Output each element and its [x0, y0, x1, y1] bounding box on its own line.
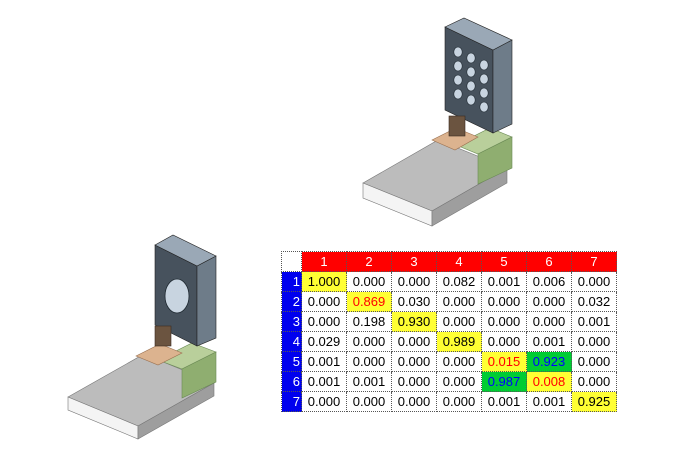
matrix-cell: 0.000 — [526, 291, 572, 312]
matrix-cell: 0.001 — [526, 391, 572, 412]
matrix-row-header: 3 — [281, 311, 302, 332]
matrix-cell: 0.001 — [301, 371, 347, 392]
matrix-cell: 0.000 — [436, 371, 482, 392]
bottom-upright-bracket-detail — [154, 325, 172, 347]
matrix-cell: 0.925 — [571, 391, 617, 412]
matrix-cell: 0.000 — [301, 291, 347, 312]
matrix-cell: 0.032 — [571, 291, 617, 312]
matrix-cell: 0.923 — [526, 351, 572, 372]
matrix-row-header: 1 — [281, 271, 302, 292]
matrix-cell: 0.000 — [571, 351, 617, 372]
matrix-cell: 0.008 — [526, 371, 572, 392]
bottom-weld-green-side — [181, 351, 217, 399]
matrix-cell: 0.000 — [526, 311, 572, 332]
top-weld-orange — [431, 127, 479, 151]
matrix-column-header: 6 — [526, 251, 572, 272]
matrix-cell: 0.015 — [481, 351, 527, 372]
matrix-cell: 0.000 — [571, 271, 617, 292]
matrix-cell: 0.930 — [391, 311, 437, 332]
top-hole-grid — [453, 46, 489, 113]
bottom-weld-orange — [135, 343, 183, 366]
matrix-cell: 0.001 — [526, 331, 572, 352]
matrix-cell: 0.987 — [481, 371, 527, 392]
matrix-column-header: 1 — [301, 251, 347, 272]
matrix-row-header: 6 — [281, 371, 302, 392]
bottom-bracket-model — [67, 234, 217, 440]
matrix-cell: 0.001 — [481, 391, 527, 412]
matrix-cell: 0.000 — [571, 331, 617, 352]
matrix-cell: 0.000 — [346, 331, 392, 352]
matrix-cell: 0.000 — [571, 371, 617, 392]
matrix-cell: 0.000 — [391, 331, 437, 352]
top-upright-bracket-detail — [448, 115, 466, 137]
matrix-cell: 0.000 — [301, 391, 347, 412]
matrix-cell: 0.000 — [481, 291, 527, 312]
matrix-cell: 0.869 — [346, 291, 392, 312]
top-weld-green-side — [477, 136, 513, 185]
matrix-cell: 0.001 — [571, 311, 617, 332]
matrix-cell: 0.000 — [391, 391, 437, 412]
top-bracket-model — [362, 17, 513, 227]
matrix-cell: 0.000 — [436, 351, 482, 372]
bottom-large-hole — [164, 278, 190, 314]
matrix-cell: 0.029 — [301, 331, 347, 352]
matrix-column-header: 2 — [346, 251, 392, 272]
matrix-row-header: 7 — [281, 391, 302, 412]
matrix-row-header: 2 — [281, 291, 302, 312]
matrix-cell: 0.000 — [481, 311, 527, 332]
matrix-cell: 0.000 — [391, 371, 437, 392]
matrix-cell: 0.001 — [346, 371, 392, 392]
matrix-cell: 0.001 — [481, 271, 527, 292]
matrix-cell: 0.006 — [526, 271, 572, 292]
bottom-plate-side-face — [137, 382, 215, 440]
matrix-cell: 0.000 — [436, 311, 482, 332]
matrix-cell: 0.082 — [436, 271, 482, 292]
bottom-upright-side-face — [196, 255, 217, 347]
matrix-column-header: 4 — [436, 251, 482, 272]
matrix-row-header: 4 — [281, 331, 302, 352]
matrix-cell: 0.000 — [436, 291, 482, 312]
matrix-cell: 0.000 — [346, 391, 392, 412]
matrix-cell: 1.000 — [301, 271, 347, 292]
matrix-cell: 0.000 — [301, 311, 347, 332]
matrix-column-header: 7 — [571, 251, 617, 272]
matrix-column-header: 5 — [481, 251, 527, 272]
matrix-corner-cell — [281, 251, 302, 272]
matrix-row-header: 5 — [281, 351, 302, 372]
matrix-cell: 0.000 — [391, 351, 437, 372]
matrix-cell: 0.198 — [346, 311, 392, 332]
matrix-cell: 0.000 — [481, 331, 527, 352]
matrix-cell: 0.000 — [346, 351, 392, 372]
top-upright-top-face — [444, 17, 513, 51]
matrix-column-header: 3 — [391, 251, 437, 272]
bottom-upright-top-face — [154, 234, 217, 267]
matrix-cell: 0.030 — [391, 291, 437, 312]
matrix-cell: 0.000 — [391, 271, 437, 292]
matrix-cell: 0.989 — [436, 331, 482, 352]
matrix-cell: 0.001 — [301, 351, 347, 372]
top-upright-side-face — [492, 39, 513, 134]
matrix-cell: 0.000 — [346, 271, 392, 292]
matrix-cell: 0.000 — [436, 391, 482, 412]
